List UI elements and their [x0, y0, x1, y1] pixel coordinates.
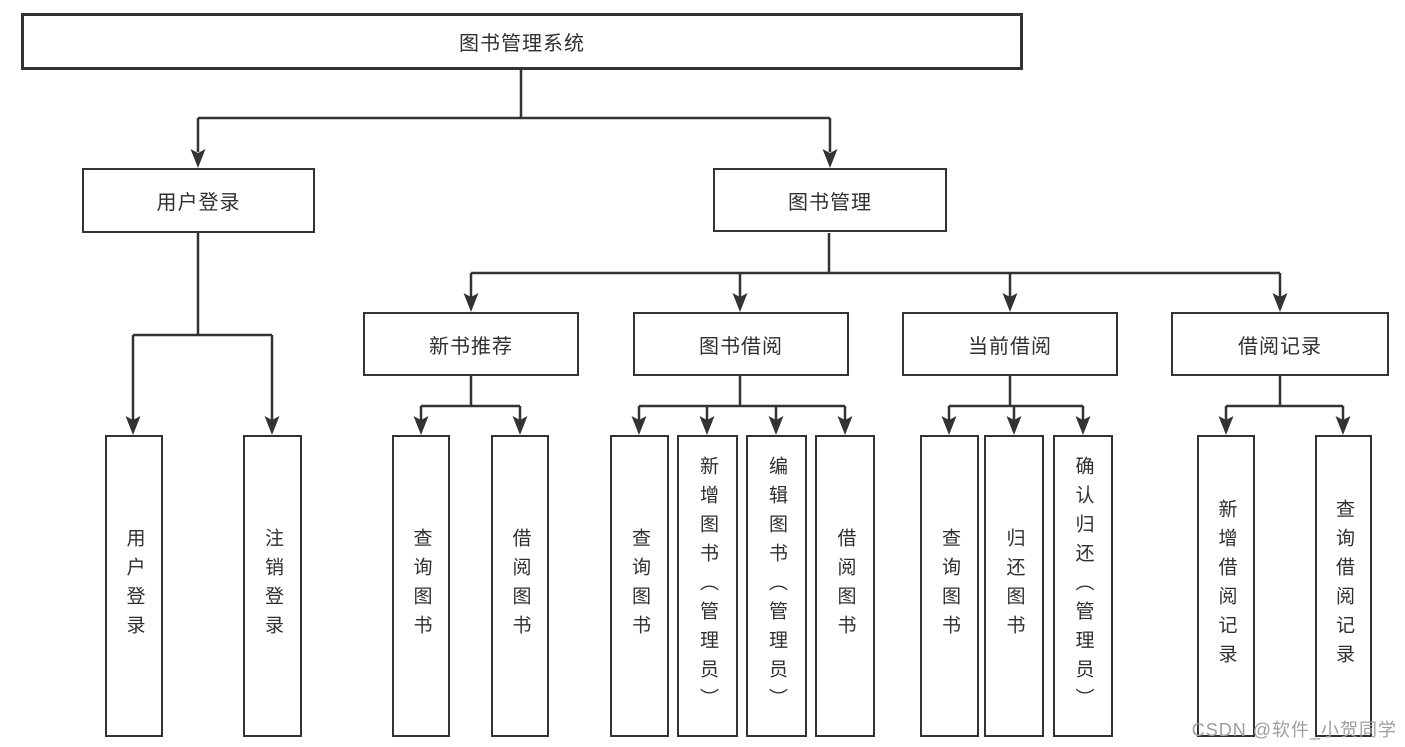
leaf-label: 查询图书 [629, 528, 650, 644]
node-label: 当前借阅 [968, 335, 1052, 358]
leaf-label: 编辑图书（管理员） [766, 455, 787, 717]
leaf-label: 查询借阅记录 [1333, 499, 1354, 673]
leaf-label: 借阅图书 [834, 528, 856, 644]
node-label: 借阅记录 [1238, 335, 1322, 358]
leaf-user-login: 用户登录 [105, 435, 163, 737]
leaf-query-borrow-record: 查询借阅记录 [1315, 435, 1372, 737]
leaf-query-books-borrowing: 查询图书 [610, 435, 669, 737]
connector-path [131, 70, 1345, 420]
node-book-borrowing: 图书借阅 [633, 312, 849, 376]
leaf-edit-books-admin: 编辑图书（管理员） [746, 435, 807, 737]
leaf-logout: 注销登录 [243, 435, 302, 737]
leaf-label: 查询图书 [939, 528, 960, 644]
node-user-login: 用户登录 [82, 168, 315, 233]
leaf-return-books: 归还图书 [984, 435, 1044, 737]
leaf-add-borrow-record: 新增借阅记录 [1197, 435, 1255, 737]
node-borrowing-records: 借阅记录 [1171, 312, 1389, 376]
leaf-query-books-current: 查询图书 [920, 435, 979, 737]
leaf-label: 借阅图书 [509, 528, 531, 644]
leaf-query-books-recommend: 查询图书 [392, 435, 450, 737]
leaf-label: 注销登录 [262, 528, 283, 644]
node-current-borrowing: 当前借阅 [902, 312, 1118, 376]
node-label: 图书借阅 [699, 335, 783, 358]
node-new-book-recommend: 新书推荐 [363, 312, 579, 376]
node-label: 用户登录 [156, 192, 241, 214]
leaf-label: 新增借阅记录 [1215, 499, 1237, 673]
node-book-management: 图书管理 [713, 168, 947, 232]
leaf-borrow-books-borrowing: 借阅图书 [815, 435, 875, 737]
leaf-label: 用户登录 [123, 528, 145, 644]
node-label: 图书管理 [788, 191, 872, 214]
leaf-borrow-books-recommend: 借阅图书 [491, 435, 549, 737]
node-library-system: 图书管理系统 [21, 13, 1023, 70]
csdn-watermark: CSDN @软件_小贺同学 [1191, 720, 1397, 740]
leaf-label: 新增图书（管理员） [697, 455, 718, 717]
node-label: 图书管理系统 [459, 33, 585, 55]
node-label: 新书推荐 [429, 335, 513, 358]
leaf-label: 确认归还（管理员） [1072, 455, 1094, 717]
leaf-add-books-admin: 新增图书（管理员） [677, 435, 738, 737]
leaf-label: 归还图书 [1003, 528, 1025, 644]
leaf-label: 查询图书 [410, 528, 432, 644]
leaf-confirm-return-admin: 确认归还（管理员） [1053, 435, 1113, 737]
